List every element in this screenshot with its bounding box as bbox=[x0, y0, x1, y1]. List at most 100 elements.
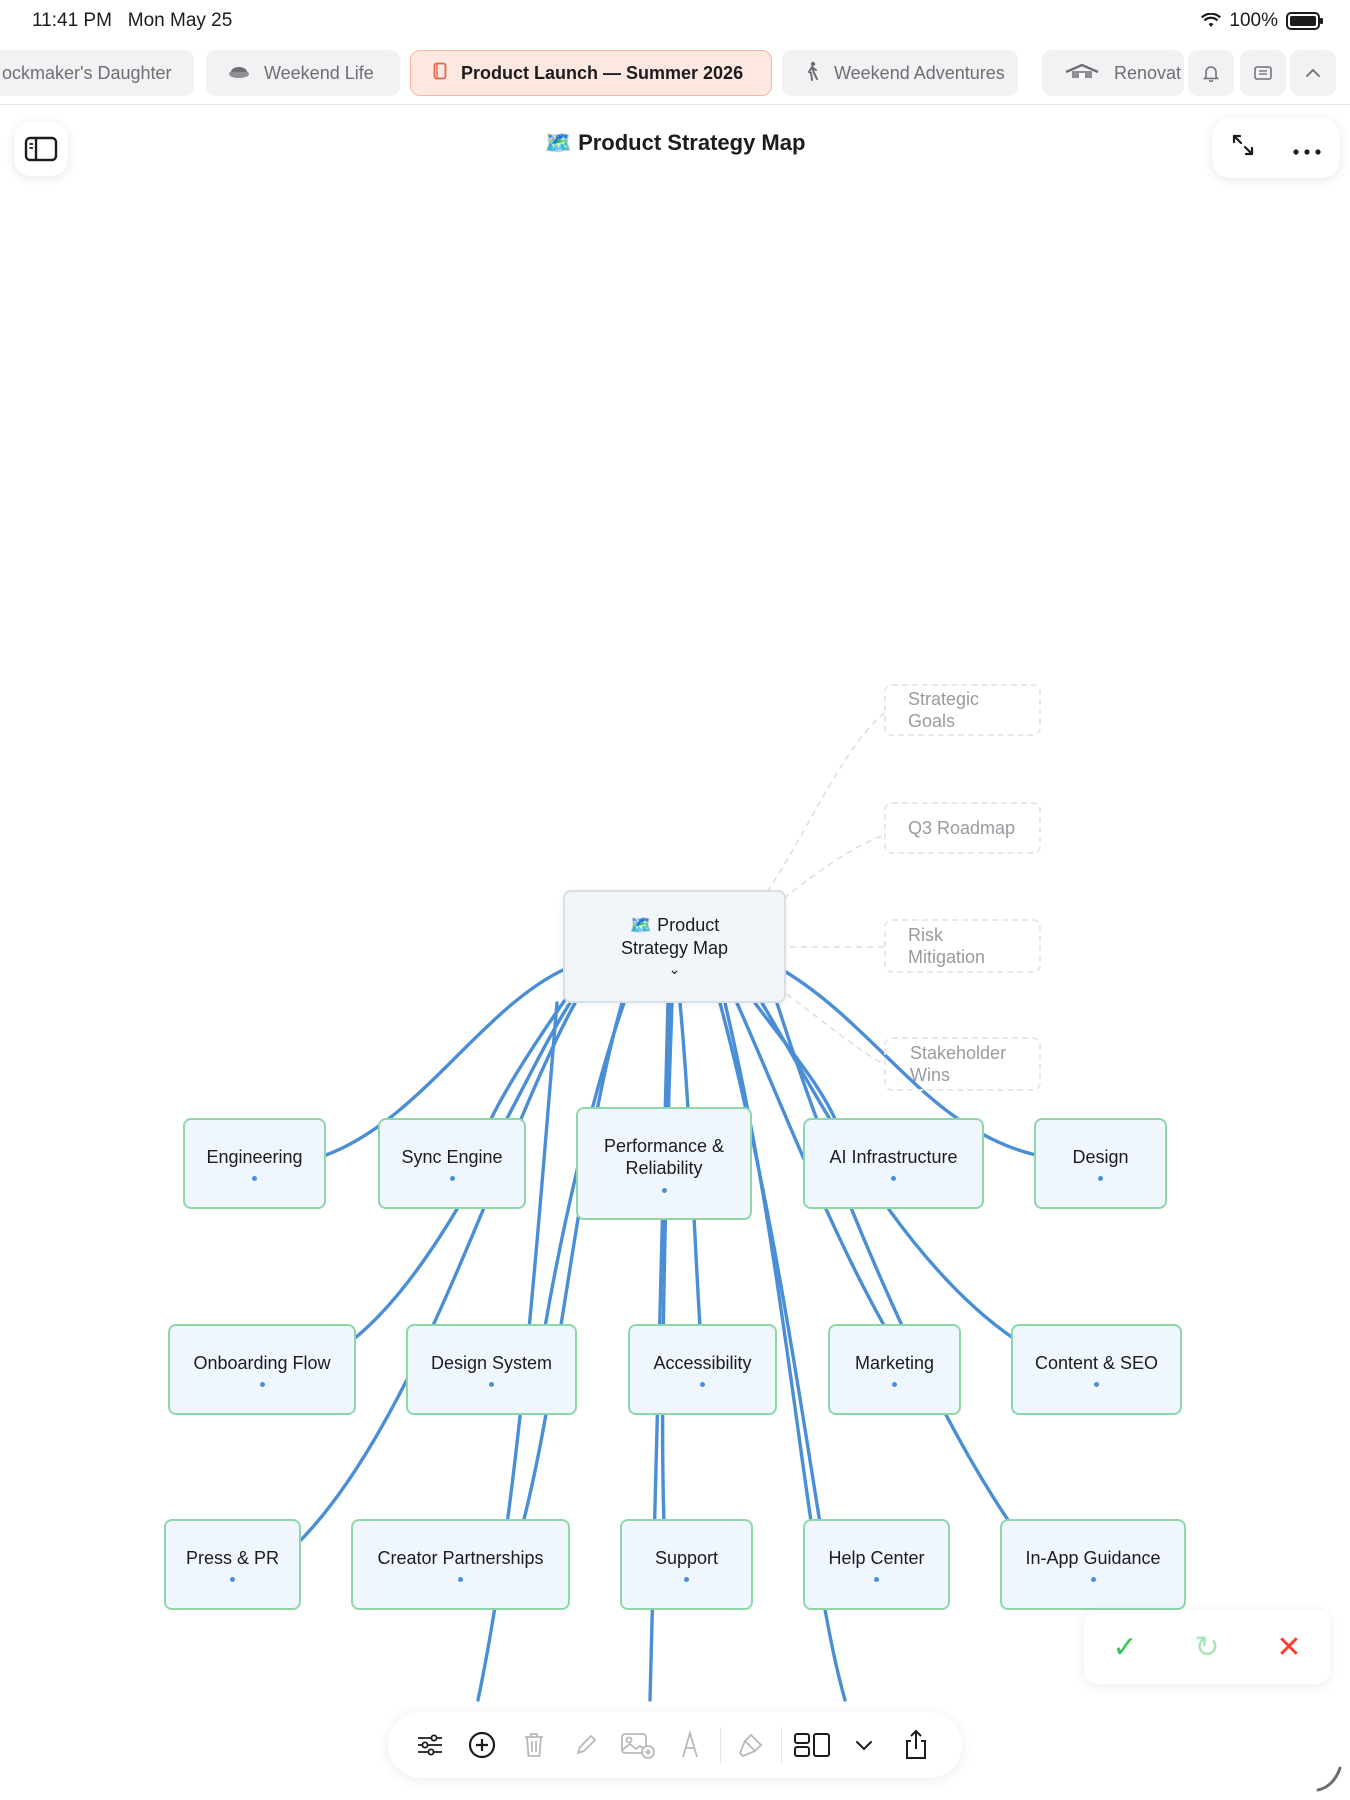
node-label: Risk bbox=[908, 924, 943, 945]
node-handle[interactable] bbox=[489, 1382, 494, 1388]
edge-support bbox=[660, 1001, 674, 1525]
format-painter-button[interactable] bbox=[725, 1719, 777, 1771]
node-ai-infrastructure[interactable]: AI Infrastructure bbox=[803, 1118, 984, 1209]
dish-icon bbox=[228, 63, 250, 84]
share-button[interactable] bbox=[890, 1719, 942, 1771]
reject-button[interactable]: ✕ bbox=[1276, 1630, 1302, 1664]
tab-product-launch[interactable]: Product Launch — Summer 2026 bbox=[410, 50, 772, 96]
node-handle[interactable] bbox=[892, 1382, 897, 1388]
node-accessibility[interactable]: Accessibility bbox=[628, 1324, 777, 1415]
node-label: Content & SEO bbox=[1034, 1352, 1159, 1373]
edge-design bbox=[784, 970, 1038, 1157]
node-handle[interactable] bbox=[891, 1176, 896, 1182]
share-icon bbox=[906, 1729, 926, 1759]
bell-button[interactable] bbox=[1188, 50, 1234, 96]
node-handle[interactable] bbox=[458, 1577, 463, 1583]
tab-label: Product Launch — Summer 2026 bbox=[461, 62, 744, 83]
tab-clockmakers-daughter[interactable]: ockmaker's Daughter bbox=[0, 50, 194, 96]
pencil-icon bbox=[576, 1734, 597, 1755]
tab-label: Weekend Adventures bbox=[834, 62, 1005, 83]
sidebar-icon bbox=[24, 136, 58, 162]
node-label: Q3 Roadmap bbox=[908, 817, 1016, 838]
node-performance-reliability[interactable]: Performance & Reliability bbox=[576, 1107, 752, 1220]
node-press-pr[interactable]: Press & PR bbox=[164, 1519, 301, 1610]
toolbar-divider bbox=[720, 1727, 721, 1763]
node-handle[interactable] bbox=[661, 1187, 667, 1193]
tab-renovation[interactable]: Renovat bbox=[1042, 50, 1184, 96]
sidebar-toggle-button[interactable] bbox=[14, 122, 68, 176]
tab-strip: ockmaker's Daughter Weekend Life Product… bbox=[0, 48, 1350, 105]
tab-weekend-life[interactable]: Weekend Life bbox=[206, 50, 400, 96]
node-label: Strategy Map bbox=[620, 937, 729, 958]
pen-button[interactable] bbox=[664, 1719, 716, 1771]
node-sync-engine[interactable]: Sync Engine bbox=[378, 1118, 526, 1209]
node-label: Strategic bbox=[908, 688, 980, 709]
status-time: 11:41 PM Mon May 25 bbox=[32, 10, 233, 31]
chevron-up-icon bbox=[1306, 68, 1320, 77]
node-label: AI Infrastructure bbox=[829, 1146, 958, 1167]
node-handle[interactable] bbox=[874, 1577, 879, 1583]
node-label: Performance & bbox=[603, 1135, 725, 1156]
node-handle[interactable] bbox=[252, 1176, 257, 1182]
reader-icon bbox=[1254, 66, 1272, 80]
reader-button[interactable] bbox=[1240, 50, 1286, 96]
chevron-down-icon[interactable]: ⌄ bbox=[668, 961, 681, 978]
root-node[interactable]: 🗺️ Product Strategy Map ⌄ bbox=[563, 890, 786, 1003]
node-creator-partnerships[interactable]: Creator Partnerships bbox=[351, 1519, 570, 1610]
layout-button[interactable] bbox=[786, 1719, 838, 1771]
node-design[interactable]: Design bbox=[1034, 1118, 1167, 1209]
node-handle[interactable] bbox=[449, 1176, 455, 1182]
delete-button[interactable] bbox=[508, 1719, 560, 1771]
node-handle[interactable] bbox=[1090, 1577, 1096, 1583]
wifi-icon bbox=[1201, 13, 1222, 27]
ghost-node-q3-roadmap[interactable]: Q3 Roadmap bbox=[884, 802, 1041, 854]
node-handle[interactable] bbox=[259, 1382, 265, 1388]
regenerate-button[interactable]: ↻ bbox=[1194, 1630, 1220, 1664]
node-label: Stakeholder bbox=[910, 1042, 1007, 1063]
node-engineering[interactable]: Engineering bbox=[183, 1118, 326, 1209]
chevron-down-icon bbox=[856, 1741, 872, 1751]
node-content-seo[interactable]: Content & SEO bbox=[1011, 1324, 1182, 1415]
tab-weekend-adventures[interactable]: Weekend Adventures bbox=[782, 50, 1018, 96]
node-marketing[interactable]: Marketing bbox=[828, 1324, 961, 1415]
header-actions bbox=[1212, 118, 1340, 178]
edge-creator bbox=[521, 1001, 624, 1525]
node-handle[interactable] bbox=[1094, 1382, 1099, 1388]
node-in-app-guidance[interactable]: In-App Guidance bbox=[1000, 1519, 1186, 1610]
accept-button[interactable]: ✓ bbox=[1112, 1630, 1138, 1664]
node-label: Wins bbox=[910, 1065, 950, 1085]
node-handle[interactable] bbox=[230, 1577, 235, 1583]
edge-ai-infrastructure bbox=[753, 1001, 838, 1123]
fullscreen-button[interactable] bbox=[1231, 133, 1255, 163]
node-label: Onboarding Flow bbox=[193, 1352, 331, 1373]
node-help-center[interactable]: Help Center bbox=[803, 1519, 950, 1610]
node-handle[interactable] bbox=[1098, 1176, 1103, 1182]
node-design-system[interactable]: Design System bbox=[406, 1324, 577, 1415]
adjust-button[interactable] bbox=[404, 1719, 456, 1771]
node-support[interactable]: Support bbox=[620, 1519, 753, 1610]
node-handle[interactable] bbox=[684, 1577, 689, 1583]
status-bar: 11:41 PM Mon May 25 100% bbox=[0, 0, 1350, 44]
edit-button[interactable] bbox=[560, 1719, 612, 1771]
ai-suggestion-panel: ✓ ↻ ✕ bbox=[1084, 1610, 1330, 1684]
more-button[interactable] bbox=[1293, 135, 1321, 161]
node-label: Goals bbox=[908, 711, 956, 731]
layout-options-button[interactable] bbox=[838, 1719, 890, 1771]
collapse-tabs-button[interactable] bbox=[1290, 50, 1336, 96]
node-handle[interactable] bbox=[700, 1382, 705, 1388]
node-label: Press & PR bbox=[185, 1547, 280, 1568]
edge-sync-engine bbox=[488, 998, 567, 1123]
node-onboarding-flow[interactable]: Onboarding Flow bbox=[168, 1324, 356, 1415]
resize-grabber-icon[interactable] bbox=[1314, 1764, 1344, 1794]
add-node-button[interactable] bbox=[456, 1719, 508, 1771]
insert-image-button[interactable] bbox=[612, 1719, 664, 1771]
node-label: Design System bbox=[430, 1352, 553, 1373]
node-label: Sync Engine bbox=[401, 1146, 503, 1167]
edge-engineering bbox=[324, 968, 565, 1157]
add-image-icon bbox=[621, 1733, 655, 1759]
node-label: Accessibility bbox=[653, 1352, 752, 1373]
edge-help-center bbox=[718, 1001, 822, 1525]
